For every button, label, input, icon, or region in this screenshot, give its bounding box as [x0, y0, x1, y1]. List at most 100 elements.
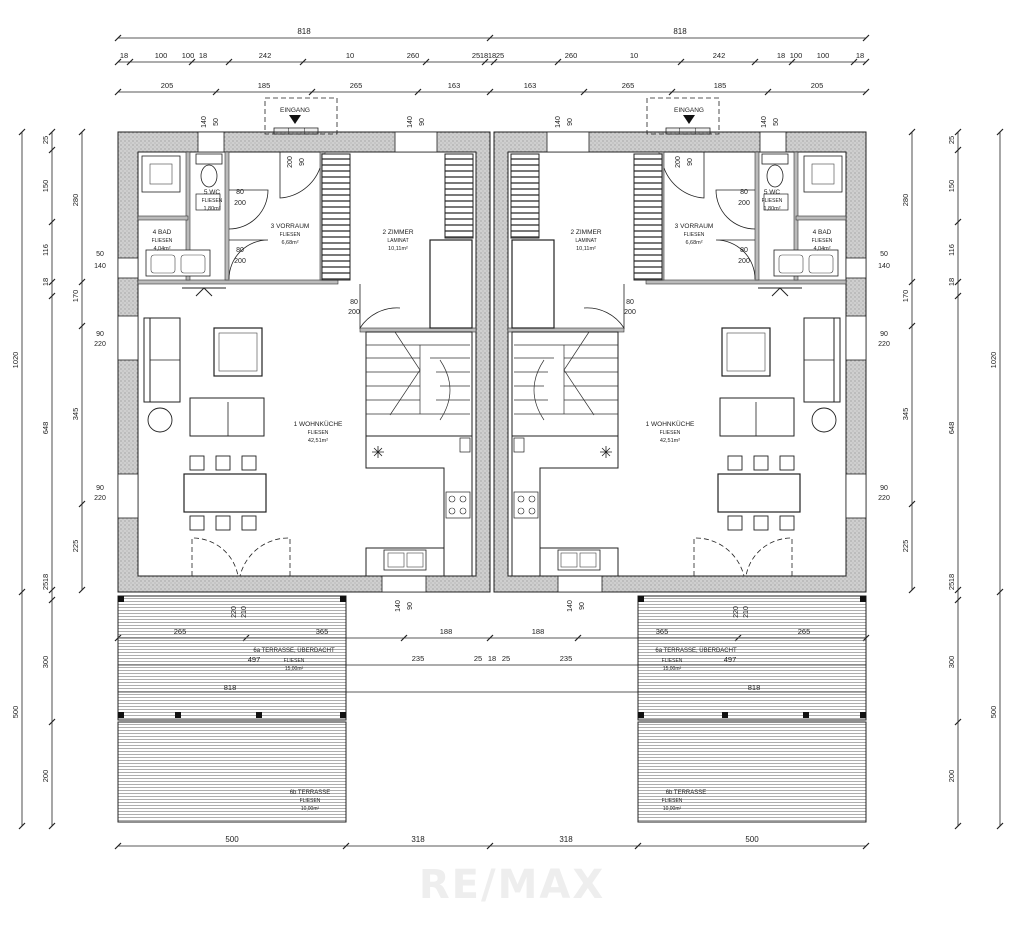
dim-label: 116	[41, 244, 50, 256]
door-swing	[228, 239, 269, 280]
dim-label: 150	[41, 180, 50, 193]
room-area: 4,04m²	[153, 246, 170, 252]
kitchen-counter	[365, 435, 473, 577]
room-floor: FLIESEN	[284, 658, 305, 664]
side-table	[147, 407, 173, 433]
coffee-table	[213, 327, 263, 377]
room-floor: FLIESEN	[308, 430, 329, 436]
opening-label: 50	[213, 118, 220, 126]
opening-label: 140	[567, 600, 574, 612]
opening-label: 80	[236, 189, 244, 196]
room-name: 6b TERRASSE	[666, 790, 707, 796]
dim-label: 318	[559, 835, 573, 844]
opening-label: 90	[419, 118, 426, 126]
dim-label: 18	[41, 278, 50, 286]
dim-label: 1020	[11, 352, 20, 369]
dim-label: 500	[11, 706, 20, 719]
dim-label: 280	[901, 194, 910, 207]
room-floor: FLIESEN	[300, 798, 321, 804]
dim-label: 163	[448, 81, 461, 90]
opening-label: 210	[743, 606, 750, 618]
room-area: 42,51m²	[660, 438, 680, 444]
opening-label: 210	[241, 606, 248, 618]
dim-label: 10	[346, 51, 354, 60]
dim-label: 188	[532, 627, 545, 636]
room-floor: FLIESEN	[812, 238, 833, 244]
opening-label: 80	[350, 299, 358, 306]
opening-label: 220	[231, 606, 238, 618]
dim-label: 25	[41, 582, 50, 590]
dim-label: 242	[713, 51, 726, 60]
door-swing	[279, 152, 321, 199]
opening-label: 220	[733, 606, 740, 618]
fridge	[459, 437, 471, 453]
watermark-logo: RE/MAX	[418, 862, 606, 908]
dimension-ticks	[18, 34, 1004, 850]
room-area: 15,00m²	[663, 666, 682, 672]
room-area: 1,80m²	[203, 206, 220, 212]
opening-label: 80	[740, 189, 748, 196]
dim-label: 260	[407, 51, 420, 60]
opening-label: 220	[878, 341, 890, 348]
opening-label: 80	[626, 299, 634, 306]
wc-sink	[195, 193, 221, 211]
dim-label: 648	[947, 422, 956, 435]
dim-label: 185	[258, 81, 271, 90]
opening-label: 80	[740, 247, 748, 254]
dim-label: 280	[71, 194, 80, 207]
opening-label: 200	[624, 309, 636, 316]
opening-label: 220	[94, 341, 106, 348]
opening-label: 200	[348, 309, 360, 316]
terrace-door	[191, 537, 291, 577]
dim-label: 500	[225, 835, 239, 844]
dim-label: 170	[901, 290, 910, 303]
room-area: 10,00m²	[663, 806, 682, 812]
dim-label: 100	[155, 51, 168, 60]
dim-label: 18	[41, 574, 50, 582]
opening-label: 90	[687, 158, 694, 166]
dim-label: 18	[488, 654, 496, 663]
room-name: 5 WC	[204, 189, 221, 196]
staircase	[365, 331, 473, 437]
desk	[429, 239, 473, 329]
room-name: 6a TERRASSE, ÜBERDACHT	[655, 647, 737, 654]
dim-label: 18	[480, 51, 488, 60]
opening-label: 90	[880, 485, 888, 492]
dim-label: 318	[411, 835, 425, 844]
wall	[137, 279, 339, 285]
opening-label: 140	[878, 263, 890, 270]
dim-label: 163	[524, 81, 537, 90]
outer-wall	[117, 131, 491, 593]
opening-label: 220	[878, 495, 890, 502]
dim-label: 18	[856, 51, 864, 60]
unit-right	[493, 97, 867, 823]
opening-label: 200	[234, 200, 246, 207]
wardrobe	[444, 153, 474, 239]
room-floor: FLIESEN	[280, 232, 301, 238]
dim-label: 100	[790, 51, 803, 60]
dim-label: 365	[656, 627, 669, 636]
room-area: 6,68m²	[281, 240, 298, 246]
opening-label: 90	[407, 602, 414, 610]
room-name: 2 ZIMMER	[570, 229, 601, 236]
dim-label: 200	[41, 770, 50, 783]
dim-label: 18	[199, 51, 207, 60]
room-area: 6,68m²	[685, 240, 702, 246]
terrace-open	[117, 721, 347, 823]
dim-label: 116	[947, 244, 956, 256]
opening-label: 50	[880, 251, 888, 258]
hood-icon	[372, 446, 384, 458]
dim-label: 10	[630, 51, 638, 60]
opening-label: 140	[395, 600, 402, 612]
dim-label: 500	[989, 706, 998, 719]
opening-label: 90	[880, 331, 888, 338]
stair-treads	[366, 331, 470, 421]
dim-label: 345	[901, 408, 910, 421]
doormat	[273, 127, 319, 135]
room-name: 3 VORRAUM	[271, 223, 310, 230]
dim-label: 150	[947, 180, 956, 193]
entrance-label: EINGANG	[674, 107, 704, 114]
room-name: 2 ZIMMER	[382, 229, 413, 236]
dim-label: 265	[622, 81, 635, 90]
room-labels-left: 5 WC FLIESEN 1,80m² 4 BAD FLIESEN 4,04m²…	[152, 189, 414, 812]
